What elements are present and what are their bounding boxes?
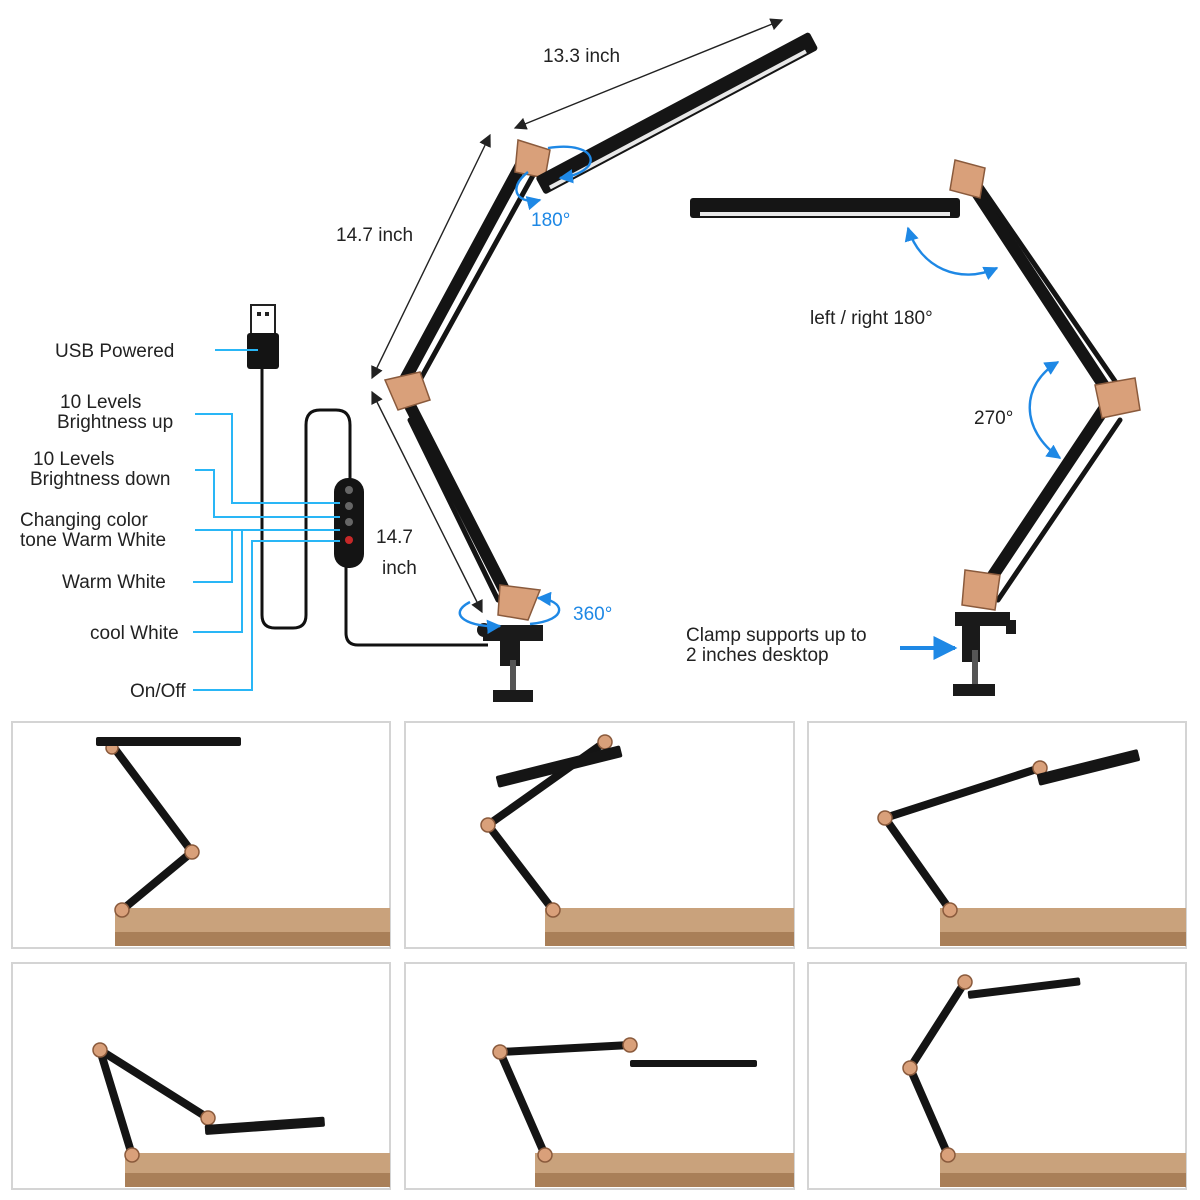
- left-right-label: left / right 180°: [810, 308, 933, 329]
- head-rotation-arrow-1: [547, 145, 592, 184]
- brightness-down-label-2: Brightness down: [30, 469, 170, 490]
- color-tone-label-1: Changing color: [20, 510, 148, 531]
- position-panel-2: [404, 721, 795, 949]
- base-joint: [497, 584, 542, 621]
- dim-lower-label-2: inch: [382, 558, 417, 579]
- dim-head-label: 13.3 inch: [543, 46, 620, 67]
- side-lamp-head: [690, 198, 960, 218]
- brightness-up-label-1: 10 Levels: [60, 392, 141, 413]
- head-rotation-arrow-2: [515, 171, 542, 211]
- base-rotation-label: 360°: [573, 604, 612, 625]
- dim-arrow-upper: [371, 133, 491, 380]
- left-right-arrow: [904, 226, 999, 280]
- position-panel-3: [807, 721, 1187, 949]
- usb-plug: [247, 304, 279, 369]
- brightness-up-button[interactable]: [345, 486, 353, 494]
- position-panel-6: [807, 962, 1187, 1190]
- clamp-main: [477, 623, 543, 702]
- lamp-cable: [344, 566, 488, 647]
- clamp-label-1: Clamp supports up to: [686, 625, 867, 646]
- side-elbow-joint: [1094, 377, 1141, 419]
- cool-white-label: cool White: [90, 623, 179, 644]
- color-tone-button[interactable]: [345, 518, 353, 526]
- side-lamp: [690, 159, 1141, 696]
- dim-arrow-head: [513, 18, 784, 130]
- dim-lower-label-1: 14.7: [376, 527, 413, 548]
- base-rotation-arrow-2: [529, 591, 561, 626]
- arm-angle-label: 270°: [974, 408, 1013, 429]
- arm-angle-arrow: [1028, 360, 1062, 459]
- dim-upper-label: 14.7 inch: [336, 225, 413, 246]
- brightness-down-button[interactable]: [345, 502, 353, 510]
- dim-arrow-lower: [371, 390, 483, 614]
- clamp-side: [953, 612, 1016, 696]
- position-panel-1: [11, 721, 391, 949]
- base-rotation-arrow-1: [458, 600, 502, 635]
- controller-leaders: [193, 349, 340, 691]
- clamp-label-2: 2 inches desktop: [686, 645, 829, 666]
- usb-label: USB Powered: [55, 341, 174, 362]
- head-rotation-label: 180°: [531, 210, 570, 231]
- power-button[interactable]: [345, 536, 353, 544]
- on-off-label: On/Off: [130, 681, 186, 702]
- usb-cable: [260, 369, 352, 630]
- warm-white-label: Warm White: [62, 572, 166, 593]
- side-head-joint: [949, 159, 986, 199]
- main-lamp: [383, 32, 818, 702]
- side-base-joint: [961, 569, 1001, 611]
- brightness-down-label-1: 10 Levels: [33, 449, 114, 470]
- color-tone-label-2: tone Warm White: [20, 530, 166, 551]
- inline-controller: [334, 478, 364, 568]
- position-panel-5: [404, 962, 795, 1190]
- brightness-up-label-2: Brightness up: [57, 412, 173, 433]
- position-panel-4: [11, 962, 391, 1190]
